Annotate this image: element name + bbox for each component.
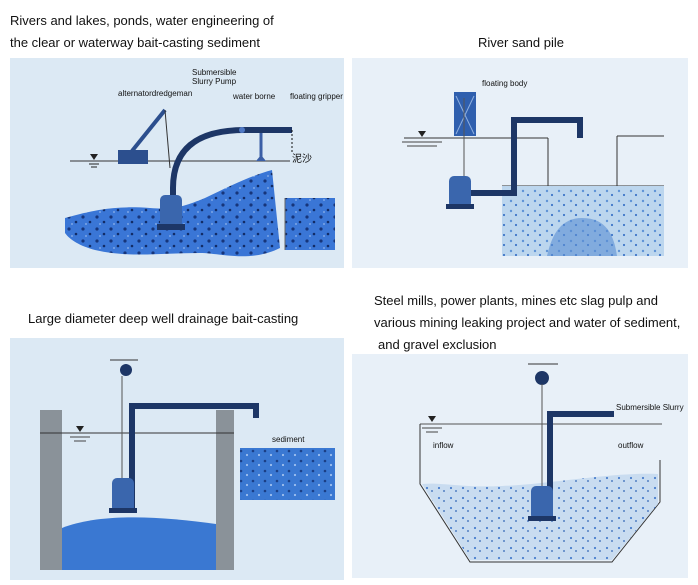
label-mud-sand: 泥沙	[292, 154, 312, 165]
caption-bottom-right-line2: various mining leaking project and water…	[374, 315, 681, 330]
sediment-block	[285, 198, 335, 250]
submersible-pump	[160, 195, 182, 229]
label-alternator: alternatordredgeman	[118, 89, 193, 98]
well-wall-left	[40, 410, 62, 570]
label-submersible-slurry: Submersible Slurry	[616, 403, 684, 412]
label-floating-gripper: floating gripper	[290, 92, 343, 101]
caption-bottom-right-line3: and gravel exclusion	[378, 337, 497, 352]
well-water	[62, 517, 216, 570]
caption-top-left-line1: Rivers and lakes, ponds, water engineeri…	[10, 13, 274, 28]
deep-well-diagram	[10, 338, 344, 580]
dredger-boat	[118, 150, 148, 164]
panel-slag-pulp	[352, 354, 688, 578]
water-level-icon	[90, 154, 98, 160]
well-wall-right	[216, 410, 234, 570]
label-floating-body: floating body	[482, 79, 528, 88]
pulley-icon	[120, 364, 132, 376]
caption-top-left-line2: the clear or waterway bait-casting sedim…	[10, 35, 261, 50]
label-sediment: sediment	[272, 435, 305, 444]
submersible-pump	[531, 486, 553, 520]
discharge-pipe	[547, 411, 614, 519]
sediment-pile	[240, 448, 335, 500]
discharge-pipe	[129, 403, 259, 513]
caption-bottom-right-line1: Steel mills, power plants, mines etc sla…	[374, 293, 658, 308]
label-water-borne: water borne	[233, 92, 276, 101]
label-inflow: inflow	[433, 441, 454, 450]
label-pump-line1: Submersible	[192, 68, 237, 77]
label-outflow: outflow	[618, 441, 644, 450]
submersible-pump	[449, 176, 471, 208]
pulley-icon	[535, 371, 549, 385]
crane-arm	[130, 108, 167, 153]
river-sand-pile-diagram	[352, 58, 688, 268]
panel-river-sand-pile	[352, 58, 688, 268]
river-dredging-diagram	[10, 58, 344, 268]
water-level-icon	[76, 426, 84, 432]
panel-deep-well	[10, 338, 344, 580]
slag-pulp-diagram	[352, 354, 688, 578]
panel-river-dredging	[10, 58, 344, 268]
label-pump-line2: Slurry Pump	[192, 77, 237, 86]
water-level-icon	[428, 416, 436, 422]
submersible-pump	[112, 478, 134, 512]
caption-bottom-left: Large diameter deep well drainage bait-c…	[28, 311, 299, 326]
caption-top-right: River sand pile	[478, 35, 564, 50]
water-level-icon	[418, 131, 426, 137]
